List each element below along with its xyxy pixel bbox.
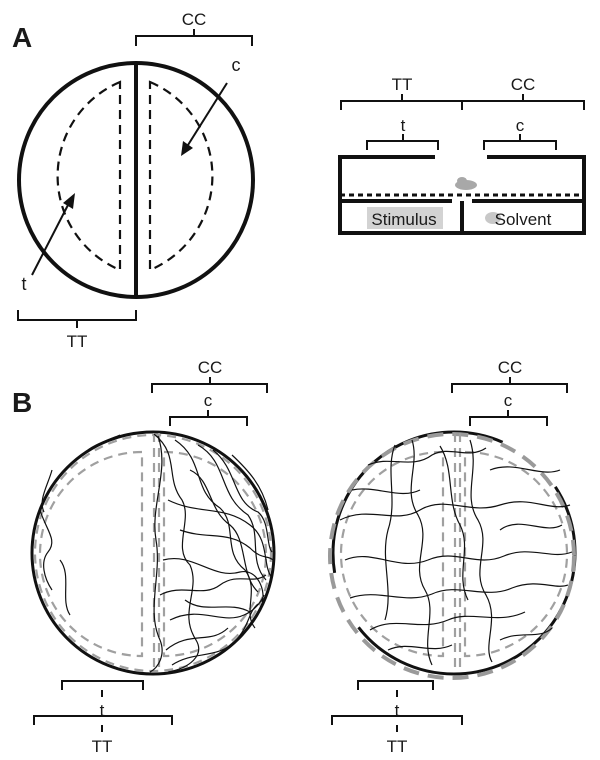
t-label-left: t [100, 701, 105, 720]
c-label: c [232, 55, 241, 75]
zone-t [56, 80, 122, 272]
cc-label-left: CC [198, 358, 223, 377]
zone-c-left [162, 450, 268, 658]
tt-bracket-right [331, 715, 463, 725]
t-arrow [31, 204, 69, 276]
tt-label-side: TT [392, 75, 413, 94]
arena-top-view: CC c t TT [17, 10, 255, 351]
cc-label-side: CC [511, 75, 536, 94]
t-label-side: t [401, 116, 406, 135]
tt-bracket [17, 310, 137, 321]
tt-bracket-left [33, 715, 173, 725]
t-bracket-left [61, 680, 144, 690]
t-bracket-side [366, 140, 439, 150]
lid-left [338, 155, 435, 170]
stimulus-label: Stimulus [371, 210, 436, 229]
c-bracket-side [483, 140, 557, 150]
tt-bracket-side [340, 100, 463, 110]
t-label-right: t [395, 701, 400, 720]
lid-right [487, 155, 586, 170]
c-label-side: c [516, 116, 525, 135]
panel-label-b: B [12, 387, 32, 418]
c-arrow [187, 82, 228, 146]
c-bracket-right [469, 416, 548, 426]
c-label-right: c [504, 391, 513, 410]
zone-c [148, 80, 214, 272]
c-bracket-left [169, 416, 248, 426]
panel-label-a: A [12, 22, 32, 53]
cc-label-right: CC [498, 358, 523, 377]
arena-side-view: TT CC t c Stimulus Solvent [338, 75, 586, 235]
tt-label-right: TT [387, 737, 408, 756]
solvent-label: Solvent [495, 210, 552, 229]
cc-label: CC [182, 10, 207, 29]
cc-bracket-side [461, 100, 585, 110]
trajectory-arena-left: CC c [30, 358, 276, 756]
zone-t-left [38, 450, 144, 658]
tt-label: TT [67, 332, 88, 351]
trajectory-arena-right: CC c t TT [328, 358, 577, 756]
trajectories-left [39, 433, 274, 673]
zone-c-right [463, 450, 569, 658]
arena-circle-left [30, 430, 276, 676]
t-label: t [21, 274, 26, 294]
t-bracket-right [357, 680, 434, 690]
tt-label-left: TT [92, 737, 113, 756]
c-label-left: c [204, 391, 213, 410]
zone-t-right [339, 450, 445, 658]
cc-bracket [135, 35, 253, 46]
trajectories-right [339, 439, 573, 666]
